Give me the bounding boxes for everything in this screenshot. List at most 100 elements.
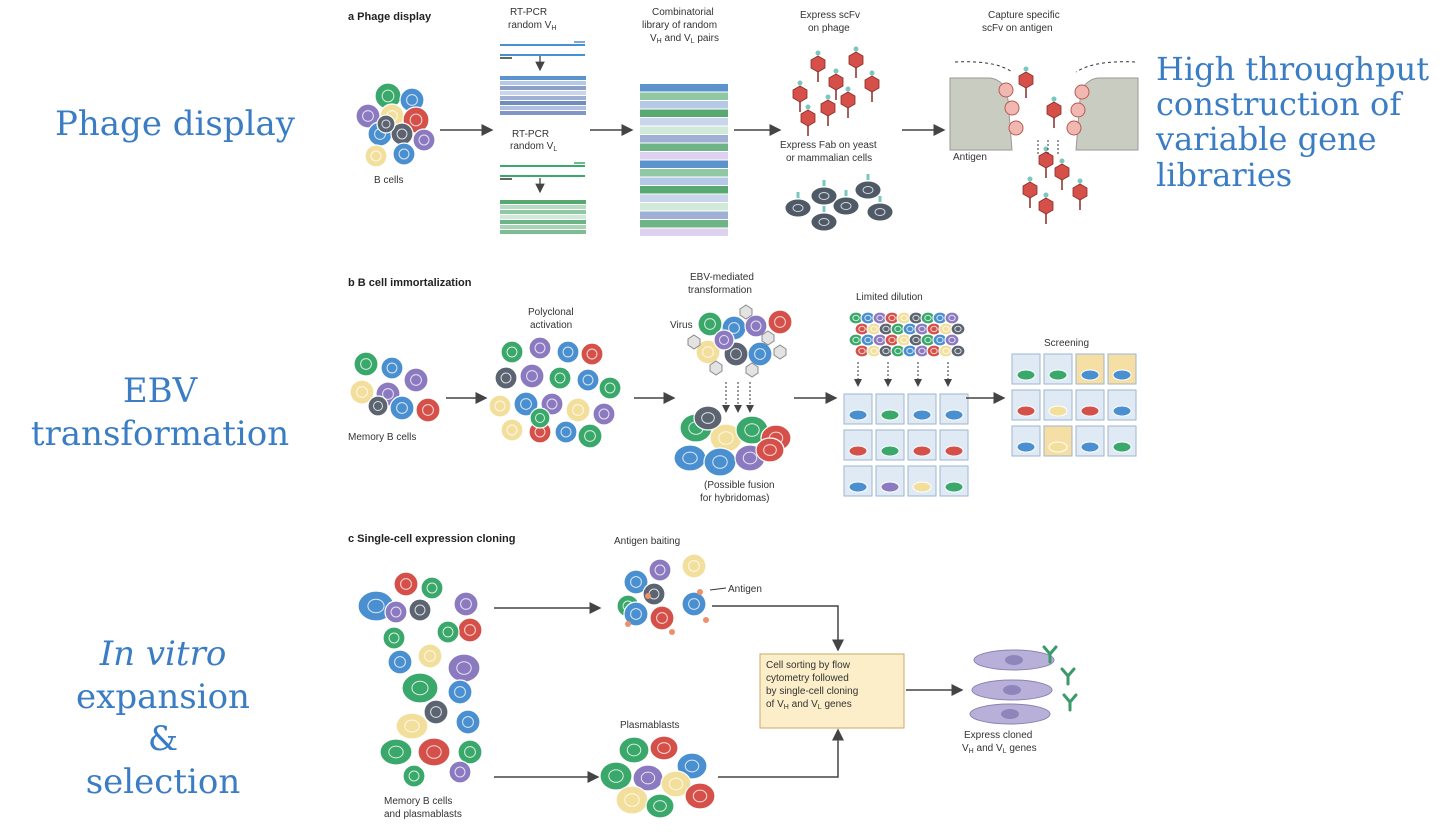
cell-nucleus-icon xyxy=(367,598,385,614)
b-cell-icon xyxy=(649,605,675,631)
dna-strand xyxy=(640,126,728,134)
dna-strand xyxy=(640,203,728,211)
scfv-icon xyxy=(797,80,803,86)
cell-nucleus-icon xyxy=(410,374,422,386)
cell-nucleus-icon xyxy=(692,789,708,803)
cell-nucleus-icon xyxy=(888,336,896,344)
scfv-icon xyxy=(1027,176,1033,182)
virus-icon xyxy=(739,304,753,320)
b-cell-icon xyxy=(912,481,932,493)
cell-nucleus-icon xyxy=(424,650,436,662)
b-cell-icon xyxy=(747,341,773,367)
b-cell-icon xyxy=(554,420,578,444)
b-cell-icon xyxy=(494,366,518,390)
sorting-line1: Cell sorting by flow xyxy=(766,660,851,671)
b-cell-icon xyxy=(697,311,723,337)
dna-strand xyxy=(640,118,728,126)
label-phage-display: Phage display xyxy=(55,104,295,144)
label-htp-line3: variable gene xyxy=(1156,120,1377,159)
virus-icon xyxy=(773,344,787,360)
panel-c-title: c Single-cell expression cloning xyxy=(348,533,516,545)
b-cell-icon xyxy=(447,653,481,683)
yeast-mammalian-cells xyxy=(784,174,894,232)
b-cell-icon xyxy=(744,314,768,338)
b-cell-icon xyxy=(417,643,443,669)
b-cell-icon xyxy=(513,391,539,417)
dna-strand xyxy=(640,194,728,202)
cell-nucleus-icon xyxy=(852,336,860,344)
b-cell-icon xyxy=(618,736,650,764)
b-cell-icon xyxy=(519,363,545,389)
cell-nucleus-icon xyxy=(373,401,383,411)
virus-caption: Virus xyxy=(670,320,693,331)
antigen-icon xyxy=(1008,120,1024,136)
cell-nucleus-icon xyxy=(1003,685,1021,695)
dna-strand xyxy=(640,109,728,117)
rtpcr-vl-line2: random VL xyxy=(510,141,557,153)
phage-icon xyxy=(1046,101,1062,119)
cell-nucleus-icon xyxy=(582,374,594,386)
cell-nucleus-icon xyxy=(1001,709,1019,719)
b-cell-icon xyxy=(453,591,479,617)
cell-nucleus-icon xyxy=(918,347,926,355)
cell-nucleus-icon xyxy=(936,314,944,322)
antigen-well xyxy=(949,61,1139,151)
virus-icon xyxy=(687,334,701,350)
cell-nucleus-icon xyxy=(396,402,408,414)
b-cell-icon xyxy=(436,620,460,644)
cell-nucleus-icon xyxy=(704,318,716,330)
express-scfv-line2: on phage xyxy=(808,23,850,34)
cell-nucleus-icon xyxy=(460,598,472,610)
cell-nucleus-icon xyxy=(874,208,886,216)
scfv-icon xyxy=(1043,192,1049,198)
cell-nucleus-icon xyxy=(918,325,926,333)
b-cell-icon xyxy=(389,395,415,421)
vl-primer-strands xyxy=(500,162,585,180)
rtpcr-vl-line1: RT-PCR xyxy=(512,129,549,140)
dna-strand xyxy=(500,225,586,229)
b-cell-icon xyxy=(1048,405,1068,417)
b-cell-icon xyxy=(576,368,600,392)
b-cell-icon xyxy=(447,679,473,705)
b-cell-icon xyxy=(1080,441,1100,453)
cell-nucleus-icon xyxy=(464,624,476,636)
cell-nucleus-icon xyxy=(719,335,729,345)
label-selection: selection xyxy=(85,761,241,802)
cell-nucleus-icon xyxy=(936,336,944,344)
cell-nucleus-icon xyxy=(750,320,762,332)
b-cell-icon xyxy=(500,418,524,442)
dna-strand xyxy=(500,76,586,80)
scfv-icon xyxy=(825,94,831,100)
express-cloned-line2: VH and VL genes xyxy=(962,743,1037,755)
b-cell-icon xyxy=(713,329,735,351)
cell-nucleus-icon xyxy=(626,743,642,757)
yeast-cell-icon xyxy=(810,212,838,232)
b-cell-icon xyxy=(681,553,707,579)
cell-nucleus-icon xyxy=(912,314,920,322)
fusion-line1: (Possible fusion xyxy=(704,480,775,491)
b-cell-icon xyxy=(944,311,960,325)
phage-icon xyxy=(1072,183,1088,201)
b-cell-icon xyxy=(1112,405,1132,417)
b-cell-icon xyxy=(417,737,451,767)
cell-nucleus-icon xyxy=(604,382,616,394)
memory-plasmablasts-line1: Memory B cells xyxy=(384,796,452,807)
b-cell-icon xyxy=(412,128,436,152)
antigen-icon xyxy=(645,593,651,599)
cell-nucleus-icon xyxy=(640,771,656,785)
cell-nucleus-icon xyxy=(864,336,872,344)
cell-nucleus-icon xyxy=(554,372,566,384)
cell-nucleus-icon xyxy=(630,608,642,620)
b-cell-icon xyxy=(448,760,472,784)
antibody-icon xyxy=(1062,693,1078,712)
b-cell-icon xyxy=(500,340,524,364)
phage-icon xyxy=(800,109,816,127)
dna-strand xyxy=(500,91,586,95)
cell-nucleus-icon xyxy=(388,632,400,644)
cell-nucleus-icon xyxy=(462,716,474,728)
dashed-arrows-ebv xyxy=(722,382,754,413)
panel-b-title: b B cell immortalization xyxy=(348,277,472,289)
b-cell-icon xyxy=(912,445,932,457)
b-cell-icon xyxy=(565,397,591,423)
cell-nucleus-icon xyxy=(792,204,804,212)
